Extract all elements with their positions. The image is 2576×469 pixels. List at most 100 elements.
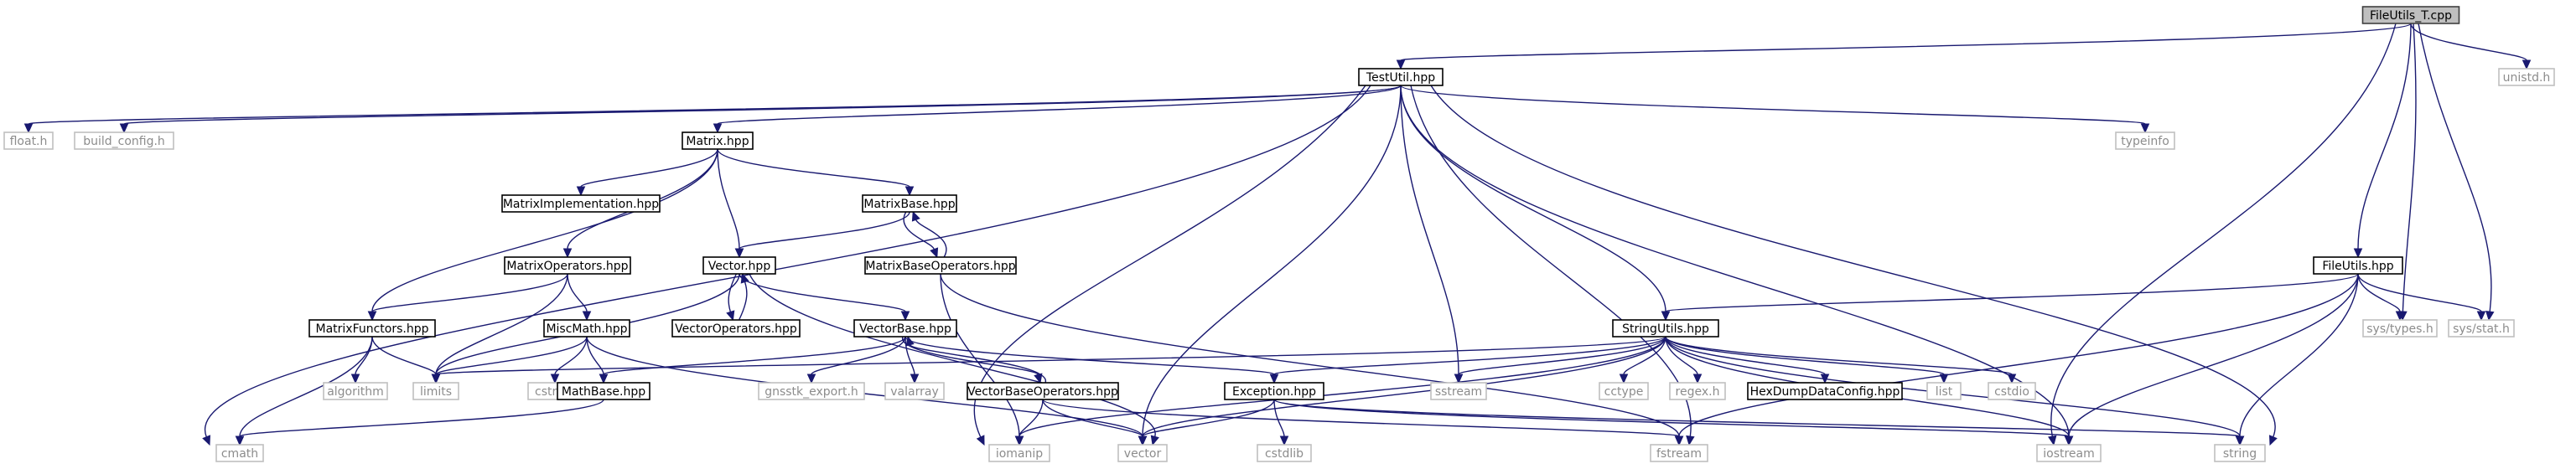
edge-arrowhead — [911, 210, 920, 222]
edge-stringutils-hpp-to-regex-h — [1665, 336, 1703, 384]
edge-line — [123, 85, 1402, 125]
node-exception-hpp[interactable]: Exception.hpp — [1224, 382, 1324, 400]
edge-arrowhead — [1686, 435, 1695, 446]
edge-fileutils-hpp-to-string — [2235, 273, 2359, 446]
edge-arrowhead — [2064, 436, 2074, 446]
edge-arrowhead — [1034, 373, 1043, 384]
node-box — [1747, 382, 1903, 400]
node-label: string — [2223, 447, 2257, 461]
edge-arrowhead — [1138, 436, 1148, 446]
node-testutil-hpp[interactable]: TestUtil.hpp — [1358, 68, 1443, 86]
edge-vector-hpp-to-vectorbase-hpp — [739, 273, 910, 322]
node-matrixbase-hpp[interactable]: MatrixBase.hpp — [862, 194, 957, 213]
node-fileutils-hpp[interactable]: FileUtils.hpp — [2313, 256, 2403, 275]
edge-line — [355, 336, 373, 375]
node-box — [543, 319, 630, 338]
edge-line — [717, 85, 1402, 125]
edge-line — [728, 273, 738, 312]
node-label: iomanip — [996, 447, 1043, 461]
edge-line — [1042, 399, 1143, 437]
node-matrixoperators-hpp[interactable]: MatrixOperators.hpp — [504, 256, 631, 275]
node-box — [702, 256, 776, 275]
node-cmath: cmath — [215, 444, 264, 462]
node-typeinfo: typeinfo — [2115, 131, 2175, 150]
edge-arrowhead — [367, 311, 377, 322]
node-matrixfunctors-hpp[interactable]: MatrixFunctors.hpp — [308, 319, 436, 338]
edge-exception-hpp-to-string — [1273, 399, 2245, 446]
node-box — [557, 382, 650, 400]
edge-arrowhead — [431, 374, 441, 384]
edge-fileutils-hpp-to-iostream — [2064, 273, 2359, 446]
node-label: HexDumpDataConfig.hpp — [1750, 385, 1900, 399]
edge-line — [603, 336, 906, 375]
edge-matrixbase-hpp-to-vector-hpp — [734, 211, 910, 259]
node-label: build_config.h — [83, 135, 165, 148]
edge-arrowhead — [2048, 435, 2057, 446]
node-label: list — [1936, 385, 1953, 399]
node-label: sstream — [1435, 385, 1482, 399]
node-stringutils-hpp[interactable]: StringUtils.hpp — [1612, 319, 1719, 338]
edge-line — [1678, 273, 2359, 437]
node-label: cstdlib — [1265, 447, 1304, 461]
edge-arrowhead — [562, 248, 573, 259]
node-vector-hpp[interactable]: Vector.hpp — [702, 256, 776, 275]
edge-arrowhead — [2353, 248, 2363, 259]
edge-arrowhead — [726, 310, 735, 322]
edge-testutil-hpp-to-cmath — [202, 85, 1371, 446]
node-box — [3, 131, 54, 150]
node-hexdumpdataconfig-hpp[interactable]: HexDumpDataConfig.hpp — [1747, 382, 1903, 400]
node-matrix-hpp[interactable]: Matrix.hpp — [682, 131, 754, 150]
node-string: string — [2214, 444, 2266, 462]
edge-line — [371, 148, 718, 312]
node-box — [308, 319, 436, 338]
edge-arrowhead — [2522, 59, 2532, 70]
node-box — [2362, 319, 2438, 338]
edge-arrowhead — [1661, 311, 1671, 322]
node-list: list — [1926, 382, 1962, 400]
edge-matrixoperators-hpp-to-miscmath-hpp — [567, 273, 592, 322]
edge-testutil-hpp-to-typeinfo — [1400, 85, 2150, 134]
node-vectorbaseoperators-hpp[interactable]: VectorBaseOperators.hpp — [967, 382, 1119, 400]
node-label: MatrixBaseOperators.hpp — [865, 260, 1015, 273]
edge-miscmath-hpp-to-cstring — [550, 336, 588, 384]
node-fileutils-t-cpp[interactable]: FileUtils_T.cpp — [2361, 6, 2460, 24]
edge-arrowhead — [2140, 123, 2150, 134]
node-sys-stat-h: sys/stat.h — [2448, 319, 2515, 338]
node-matrixbaseoperators-hpp[interactable]: MatrixBaseOperators.hpp — [864, 256, 1017, 275]
edge-line — [435, 273, 568, 375]
node-label: MathBase.hpp — [562, 385, 645, 399]
edge-line — [1018, 336, 1666, 437]
node-box — [323, 382, 388, 400]
edge-stringutils-hpp-to-cstdio — [1665, 336, 2017, 384]
edge-line — [1665, 273, 2359, 312]
edge-fileutils-hpp-to-sys-stat-h — [2357, 273, 2486, 322]
node-label: sys/stat.h — [2453, 322, 2510, 336]
edge-matrix-hpp-to-matriximplementation-hpp — [576, 148, 718, 197]
edge-arrowhead — [235, 436, 245, 446]
edge-fileutils-t-cpp-to-iostream — [2048, 23, 2397, 446]
edge-vector-hpp-to-vectoroperators-hpp — [726, 273, 738, 322]
node-box — [967, 382, 1119, 400]
node-box — [853, 319, 957, 338]
node-cstdlib: cstdlib — [1257, 444, 1312, 462]
edge-matrixfunctors-hpp-to-limits — [371, 336, 441, 384]
edge-arrowhead — [2268, 435, 2278, 446]
edge-matrix-hpp-to-matrixbase-hpp — [717, 148, 915, 197]
node-label: FileUtils_T.cpp — [2370, 9, 2452, 23]
node-matriximplementation-hpp[interactable]: MatrixImplementation.hpp — [501, 194, 661, 213]
edge-arrowhead — [1396, 59, 1406, 70]
node-miscmath-hpp[interactable]: MiscMath.hpp — [543, 319, 630, 338]
edge-arrowhead — [1454, 374, 1464, 384]
node-label: typeinfo — [2121, 135, 2169, 148]
node-fstream: fstream — [1650, 444, 1708, 462]
node-box — [1926, 382, 1962, 400]
edge-vectorbase-hpp-to-mathbase-hpp — [599, 336, 906, 384]
node-vectoroperators-hpp[interactable]: VectorOperators.hpp — [671, 319, 801, 338]
node-mathbase-hpp[interactable]: MathBase.hpp — [557, 382, 650, 400]
node-vectorbase-hpp[interactable]: VectorBase.hpp — [853, 319, 957, 338]
node-box — [988, 444, 1050, 462]
node-box — [501, 194, 661, 213]
edge-arrowhead — [2476, 311, 2486, 322]
